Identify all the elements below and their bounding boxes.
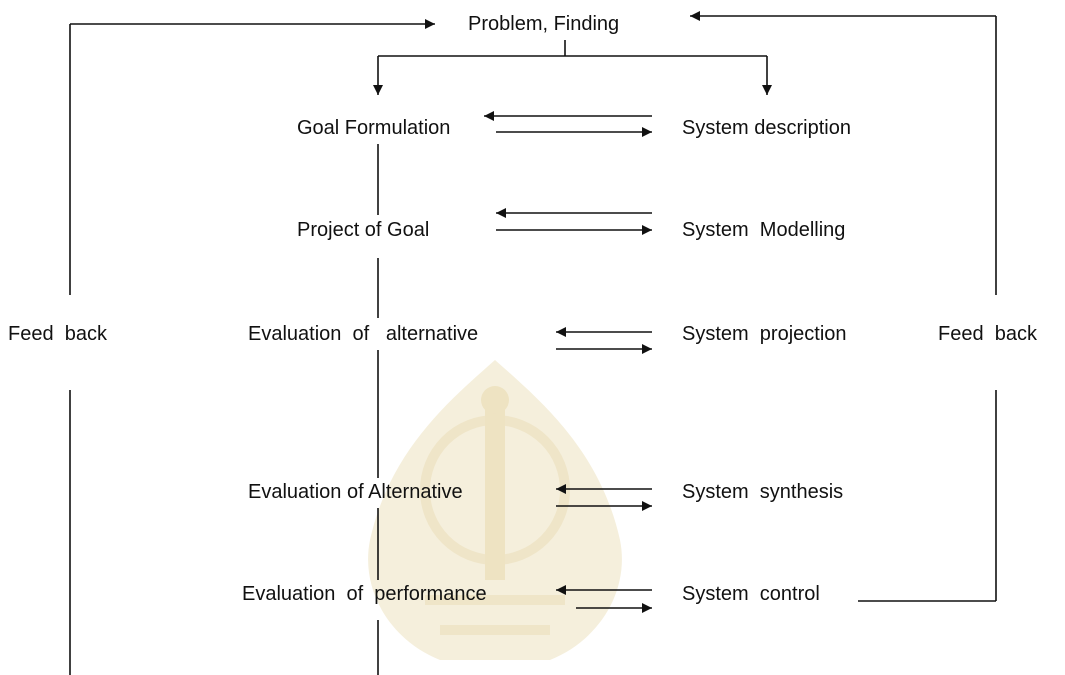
goal-formulation-label: Goal Formulation	[297, 117, 451, 139]
system-modelling-label: System Modelling	[682, 219, 846, 241]
system-control-label: System control	[682, 583, 820, 605]
project-of-goal-label: Project of Goal	[297, 219, 430, 241]
problem-finding-label: Problem, Finding	[468, 13, 620, 35]
evaluation-of-alternative-2-label: Evaluation of Alternative	[248, 481, 463, 503]
system-description-label: System description	[682, 117, 851, 139]
evaluation-of-alternative-1-label: Evaluation of alternative	[248, 323, 479, 345]
system-projection-label: System projection	[682, 323, 847, 345]
feed-back-right-label: Feed back	[938, 323, 1037, 345]
feed-back-left-label: Feed back	[8, 323, 107, 345]
system-synthesis-label: System synthesis	[682, 481, 844, 503]
evaluation-of-performance-label: Evaluation of performance	[242, 583, 487, 605]
